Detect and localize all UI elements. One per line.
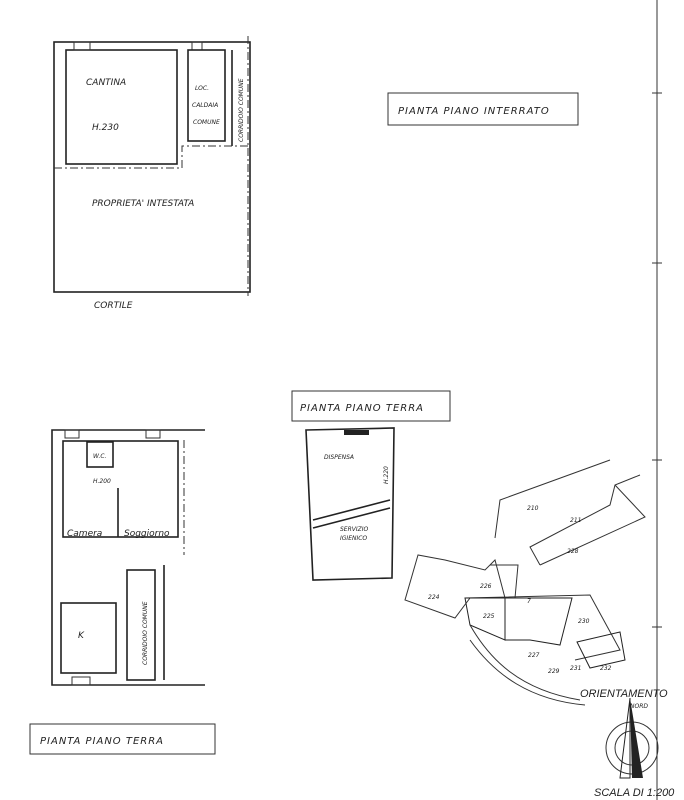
label-height-annex: H.220 (383, 466, 390, 484)
parcel-226: 226 (480, 583, 492, 590)
ground-floor-plan: W.C. H.200 Camera Soggiorno K CORRIDOIO … (51, 429, 205, 686)
annex-plan: DISPENSA H.220 SERVIZIO IGIENICO (305, 427, 395, 581)
title-box-basement (387, 92, 579, 126)
parcel-229: 229 (548, 668, 560, 675)
parcel-232: 232 (600, 665, 612, 672)
label-proprieta: PROPRIETA' INTESTATA (92, 199, 194, 209)
label-height-ground: H.200 (93, 478, 111, 485)
label-caldaia: CALDAIA (192, 102, 218, 109)
parcel-228: 228 (567, 548, 579, 555)
parcel-227: 227 (528, 652, 540, 659)
label-nord: NORD (630, 703, 648, 710)
room-wc (86, 441, 114, 468)
parcel-211: 211 (570, 517, 581, 524)
parcel-231: 231 (570, 665, 581, 672)
label-soggiorno: Soggiorno (124, 529, 170, 539)
label-orientamento: ORIENTAMENTO (580, 688, 668, 700)
label-scale: SCALA DI 1:200 (594, 787, 675, 799)
basement-plan: CANTINA H.230 LOC. CALDAIA COMUNE CORRID… (53, 36, 251, 311)
label-cantina-height: H.230 (92, 123, 119, 133)
title-annex: PIANTA PIANO TERRA (300, 403, 424, 414)
room-cantina (65, 49, 178, 165)
label-cortile: CORTILE (94, 301, 133, 311)
label-camera: Camera (67, 529, 102, 539)
label-igienico: IGIENICO (340, 535, 367, 542)
label-corridoio-basement: CORRIDOIO COMUNE (238, 78, 245, 142)
parcel-230: 230 (578, 618, 590, 625)
north-arrow-icon (605, 697, 659, 779)
title-basement: PIANTA PIANO INTERRATO (398, 106, 550, 117)
title-box-annex (291, 390, 451, 422)
label-loc: LOC. (195, 85, 209, 92)
label-kitchen: K (78, 631, 85, 641)
room-kitchen (60, 602, 117, 674)
label-servizio: SERVIZIO (340, 526, 369, 533)
label-wc: W.C. (93, 453, 107, 460)
parcel-210: 210 (527, 505, 539, 512)
parcel-225: 225 (483, 613, 495, 620)
parcel-7: 7 (527, 598, 531, 605)
title-ground: PIANTA PIANO TERRA (40, 736, 164, 747)
label-corridoio-ground: CORRIDOIO COMUNE (142, 601, 149, 665)
site-map: 210 211 228 224 226 225 230 227 229 231 … (404, 459, 646, 706)
label-comune: COMUNE (193, 119, 220, 126)
label-cantina: CANTINA (86, 78, 126, 88)
label-dispensa: DISPENSA (324, 454, 354, 461)
parcel-224: 224 (428, 594, 440, 601)
corridoio-ground (126, 569, 156, 681)
title-box-ground (29, 723, 216, 755)
room-loc-caldaia (187, 49, 226, 142)
